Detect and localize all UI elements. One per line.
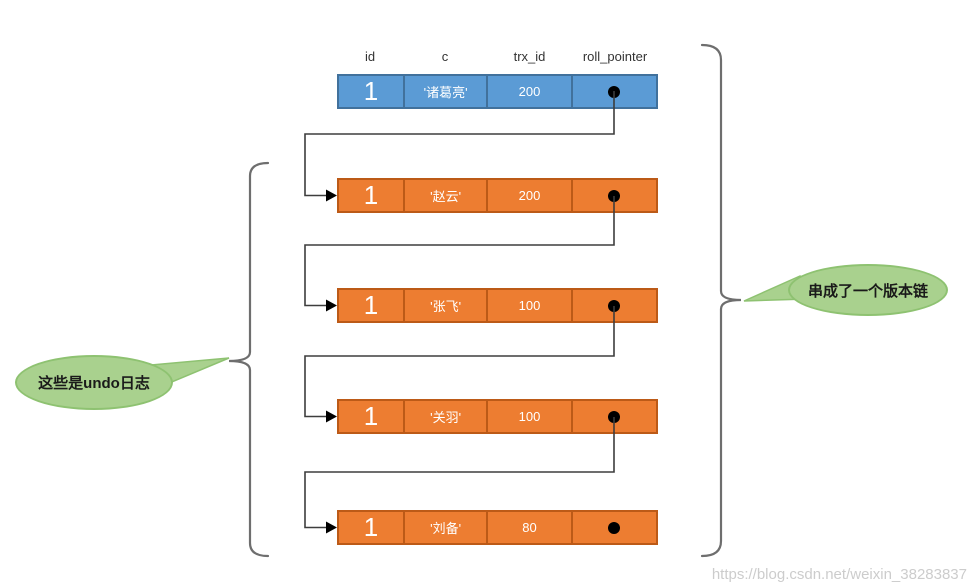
cell-c: '赵云' bbox=[402, 180, 486, 211]
undo-logs-annotation-bubble: 这些是undo日志 bbox=[15, 355, 173, 410]
cell-id: 1 bbox=[363, 290, 379, 320]
cell-roll-pointer bbox=[570, 401, 656, 432]
cell-id: 1 bbox=[363, 76, 379, 106]
undo-log-row-1: 1 '赵云' 200 bbox=[337, 178, 658, 213]
cell-c: '刘备' bbox=[402, 512, 486, 543]
cell-c: '诸葛亮' bbox=[402, 76, 486, 107]
version-chain-annotation-label: 串成了一个版本链 bbox=[807, 282, 928, 300]
undo-logs-annotation-label: 这些是undo日志 bbox=[38, 375, 150, 392]
cell-id: 1 bbox=[363, 180, 379, 210]
cell-roll-pointer bbox=[570, 180, 656, 211]
undo-log-row-3: 1 '关羽' 100 bbox=[337, 399, 658, 434]
undo-log-row-2: 1 '张飞' 100 bbox=[337, 288, 658, 323]
right-bracket bbox=[700, 43, 742, 558]
cell-roll-pointer bbox=[570, 512, 656, 543]
cell-id: 1 bbox=[363, 512, 379, 542]
record-row-current: 1 '诸葛亮' 200 bbox=[337, 74, 658, 109]
cell-roll-pointer bbox=[570, 76, 656, 107]
column-header-c: c bbox=[441, 49, 449, 64]
arrowhead-icon bbox=[326, 410, 337, 423]
arrowhead-icon bbox=[326, 521, 337, 534]
column-header-trx-id: trx_id bbox=[513, 49, 546, 64]
left-bracket bbox=[228, 161, 270, 558]
roll-pointer-dot-icon bbox=[608, 521, 621, 534]
cell-roll-pointer bbox=[570, 290, 656, 321]
arrowhead-icon bbox=[326, 299, 337, 312]
arrowhead-icon bbox=[326, 189, 337, 202]
watermark-url: https://blog.csdn.net/weixin_38283837 bbox=[711, 566, 967, 583]
cell-trx-id: 100 bbox=[486, 290, 570, 321]
cell-trx-id: 200 bbox=[486, 180, 570, 211]
cell-trx-id: 200 bbox=[486, 76, 570, 107]
arrowheads bbox=[326, 189, 337, 534]
cell-id: 1 bbox=[363, 401, 379, 431]
roll-pointer-dot-icon bbox=[608, 299, 621, 312]
cell-c: '关羽' bbox=[402, 401, 486, 432]
column-header-id: id bbox=[364, 49, 376, 64]
roll-pointer-dot-icon bbox=[608, 85, 621, 98]
version-chain-annotation-bubble: 串成了一个版本链 bbox=[788, 264, 948, 316]
roll-pointer-dot-icon bbox=[608, 189, 621, 202]
cell-trx-id: 80 bbox=[486, 512, 570, 543]
roll-pointer-dot-icon bbox=[608, 410, 621, 423]
cell-c: '张飞' bbox=[402, 290, 486, 321]
undo-log-row-4: 1 '刘备' 80 bbox=[337, 510, 658, 545]
cell-trx-id: 100 bbox=[486, 401, 570, 432]
column-header-roll-pointer: roll_pointer bbox=[582, 49, 648, 64]
